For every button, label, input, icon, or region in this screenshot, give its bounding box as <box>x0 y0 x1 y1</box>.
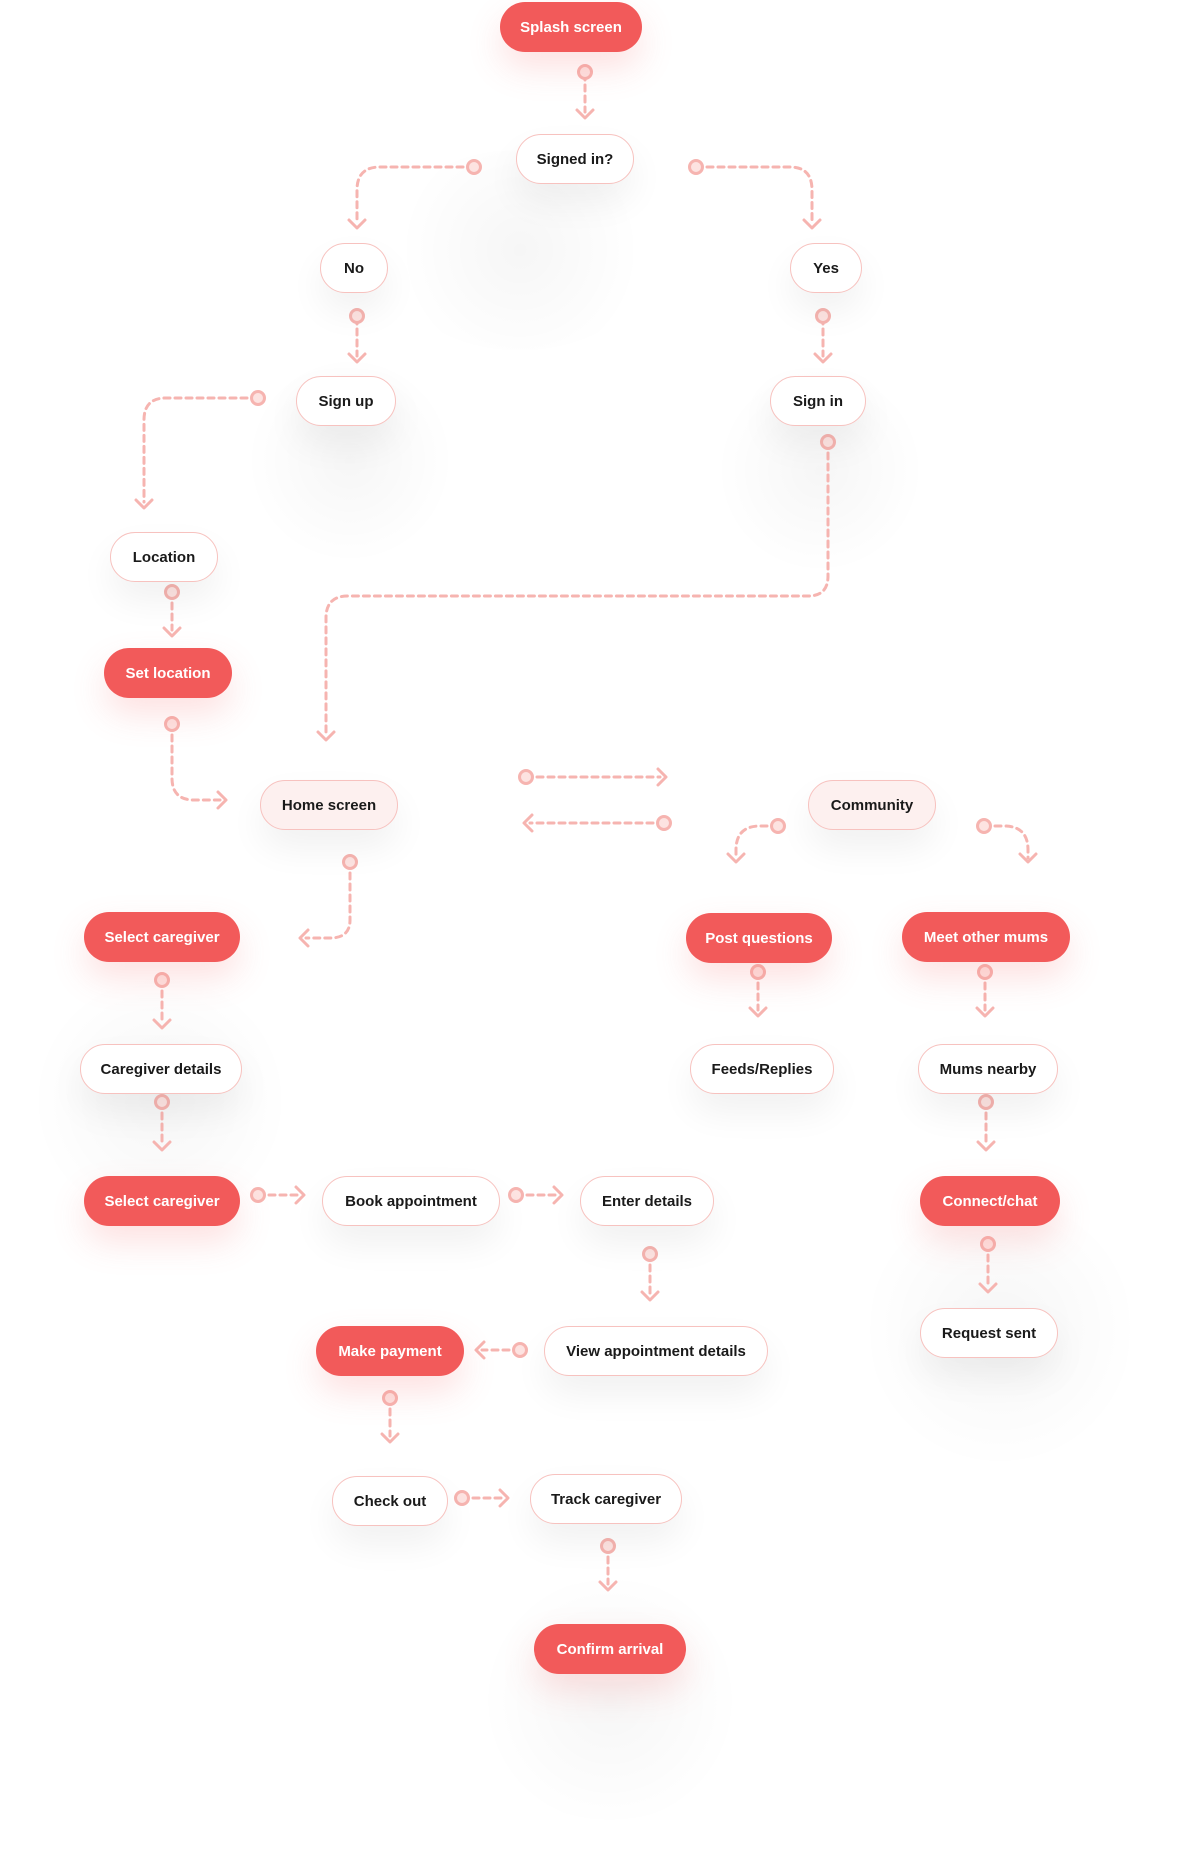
node-feeds-replies: Feeds/Replies <box>690 1044 834 1094</box>
connector-arrowhead <box>656 767 668 787</box>
node-meet-other-mums: Meet other mums <box>902 912 1070 962</box>
node-book-appointment: Book appointment <box>322 1176 500 1226</box>
node-mums-nearby: Mums nearby <box>918 1044 1058 1094</box>
node-confirm-arrival: Confirm arrival <box>534 1624 686 1674</box>
connector-start-dot <box>577 64 593 80</box>
connector-arrowhead <box>298 928 310 948</box>
connector-arrowhead <box>813 352 833 364</box>
node-track-caregiver: Track caregiver <box>530 1474 682 1524</box>
connector-start-dot <box>512 1342 528 1358</box>
connector-line <box>355 165 476 224</box>
node-signed-in: Signed in? <box>516 134 634 184</box>
connector-line <box>734 824 780 860</box>
node-connect-chat: Connect/chat <box>920 1176 1060 1226</box>
connector-arrowhead <box>802 218 822 230</box>
connector-arrowhead <box>216 790 228 810</box>
connector-start-dot <box>642 1246 658 1262</box>
connector-arrowhead <box>1018 852 1038 864</box>
connector-start-dot <box>976 818 992 834</box>
connector-start-dot <box>349 308 365 324</box>
node-select-caregiver-1: Select caregiver <box>84 912 240 962</box>
node-home-screen: Home screen <box>260 780 398 830</box>
connector-start-dot <box>518 769 534 785</box>
connector-start-dot <box>688 159 704 175</box>
connector-arrowhead <box>748 1006 768 1018</box>
connector-start-dot <box>454 1490 470 1506</box>
node-enter-details: Enter details <box>580 1176 714 1226</box>
connector-start-dot <box>820 434 836 450</box>
connector-arrowhead <box>152 1140 172 1152</box>
connector-arrowhead <box>640 1290 660 1302</box>
node-splash-screen: Splash screen <box>500 2 642 52</box>
connector-start-dot <box>382 1390 398 1406</box>
connector-arrowhead <box>380 1432 400 1444</box>
connector-arrowhead <box>552 1185 564 1205</box>
connector-arrowhead <box>162 626 182 638</box>
connector-arrowhead <box>975 1006 995 1018</box>
node-check-out: Check out <box>332 1476 448 1526</box>
connector-arrowhead <box>347 218 367 230</box>
connector-arrowhead <box>978 1282 998 1294</box>
node-select-caregiver-2: Select caregiver <box>84 1176 240 1226</box>
connector-line <box>170 722 222 802</box>
connector-line <box>982 824 1030 860</box>
connector-arrowhead <box>152 1018 172 1030</box>
connector-start-dot <box>164 584 180 600</box>
connector-arrowhead <box>522 813 534 833</box>
connector-arrowhead <box>598 1580 618 1592</box>
node-request-sent: Request sent <box>920 1308 1058 1358</box>
connector-arrowhead <box>347 352 367 364</box>
connector-start-dot <box>164 716 180 732</box>
connector-start-dot <box>600 1538 616 1554</box>
connector-arrowhead <box>498 1488 510 1508</box>
connector-start-dot <box>250 1187 266 1203</box>
connector-arrowhead <box>474 1340 486 1360</box>
connector-line <box>304 860 352 940</box>
node-sign-up: Sign up <box>296 376 396 426</box>
node-sign-in: Sign in <box>770 376 866 426</box>
connector-arrowhead <box>316 730 336 742</box>
node-caregiver-details: Caregiver details <box>80 1044 242 1094</box>
connector-start-dot <box>154 972 170 988</box>
connector-start-dot <box>154 1094 170 1110</box>
node-make-payment: Make payment <box>316 1326 464 1376</box>
connector-line <box>324 440 830 736</box>
connector-start-dot <box>656 815 672 831</box>
connector-arrowhead <box>294 1185 306 1205</box>
node-community: Community <box>808 780 936 830</box>
connector-start-dot <box>980 1236 996 1252</box>
connector-start-dot <box>342 854 358 870</box>
node-no: No <box>320 243 388 293</box>
connector-line <box>694 165 814 224</box>
connector-arrowhead <box>134 498 154 510</box>
connector-start-dot <box>977 964 993 980</box>
connector-start-dot <box>978 1094 994 1110</box>
node-view-appointment-details: View appointment details <box>544 1326 768 1376</box>
node-location: Location <box>110 532 218 582</box>
connector-arrowhead <box>726 852 746 864</box>
connector-start-dot <box>750 964 766 980</box>
connector-arrowhead <box>575 108 595 120</box>
connector-start-dot <box>250 390 266 406</box>
connector-start-dot <box>770 818 786 834</box>
node-set-location: Set location <box>104 648 232 698</box>
node-post-questions: Post questions <box>686 913 832 963</box>
connector-start-dot <box>815 308 831 324</box>
connector-arrowhead <box>976 1140 996 1152</box>
connector-line <box>142 396 260 504</box>
connector-start-dot <box>508 1187 524 1203</box>
connector-start-dot <box>466 159 482 175</box>
node-yes: Yes <box>790 243 862 293</box>
